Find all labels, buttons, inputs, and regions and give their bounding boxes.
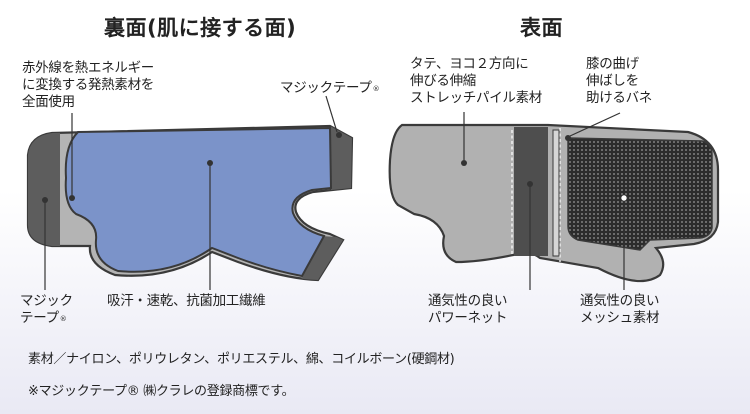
back-side-shape bbox=[26, 124, 354, 282]
front-side-shape bbox=[388, 123, 720, 283]
label-stretch-line-2: 伸びる伸縮 bbox=[410, 73, 476, 89]
label-spring-line-3: 助けるバネ bbox=[586, 90, 652, 106]
label-heat-material: 赤外線を熱エネルギー に変換する発熱素材を 全面使用 bbox=[22, 60, 154, 111]
label-mesh: 通気性の良い メッシュ素材 bbox=[580, 293, 660, 327]
label-absorbent-fabric: 吸汗・速乾、抗菌加工繊維 bbox=[107, 293, 266, 309]
label-stretch-line-3: ストレッチパイル素材 bbox=[410, 90, 542, 106]
back-velcro-right bbox=[331, 126, 352, 190]
label-heat-line-1: 赤外線を熱エネルギー bbox=[22, 60, 154, 76]
label-stretch-line-1: タテ、ヨコ２方向に bbox=[410, 56, 529, 72]
back-leader-dots bbox=[42, 132, 342, 203]
label-power-net: 通気性の良い パワーネット bbox=[428, 293, 508, 327]
back-blue-pad bbox=[64, 126, 333, 278]
label-velcro-left: マジック テープ® bbox=[20, 293, 73, 328]
label-power-net-line-1: 通気性の良い bbox=[428, 293, 508, 309]
label-mesh-line-2: メッシュ素材 bbox=[580, 310, 660, 326]
front-leader-lines bbox=[463, 112, 625, 290]
label-spring: 膝の曲げ 伸ばしを 助けるバネ bbox=[586, 56, 652, 107]
label-velcro-top-text: マジックテープ bbox=[280, 80, 372, 96]
front-leader-dots bbox=[461, 135, 628, 202]
front-mesh-panel bbox=[567, 137, 713, 251]
label-spring-line-2: 伸ばしを bbox=[586, 73, 639, 89]
registered-mark: ® bbox=[59, 315, 67, 323]
label-velcro-top: マジックテープ® bbox=[280, 80, 380, 98]
registered-mark: ® bbox=[372, 85, 380, 93]
label-power-net-line-2: パワーネット bbox=[428, 310, 508, 326]
back-velcro-left bbox=[28, 128, 60, 250]
label-heat-line-2: に変換する発熱素材を bbox=[22, 77, 154, 93]
label-mesh-line-1: 通気性の良い bbox=[580, 293, 660, 309]
label-heat-line-3: 全面使用 bbox=[22, 94, 75, 110]
front-spring-bone bbox=[552, 129, 560, 257]
label-spring-line-1: 膝の曲げ bbox=[586, 56, 639, 72]
back-leader-lines bbox=[44, 95, 338, 290]
back-side-title: 裏面(肌に接する面) bbox=[104, 16, 297, 40]
front-side-title: 表面 bbox=[520, 16, 563, 40]
front-power-net bbox=[514, 127, 548, 256]
label-stretch-pile: タテ、ヨコ２方向に 伸びる伸縮 ストレッチパイル素材 bbox=[410, 56, 542, 107]
trademark-note: ※マジックテープ® ㈱クラレの登録商標です。 bbox=[28, 384, 295, 399]
label-velcro-left-line-2: テープ bbox=[20, 310, 59, 326]
label-velcro-left-line-1: マジック bbox=[20, 293, 73, 309]
back-velcro-bottom bbox=[300, 236, 350, 280]
materials-note: 素材／ナイロン、ポリウレタン、ポリエステル、綿、コイルボーン(硬鋼材) bbox=[28, 352, 455, 367]
